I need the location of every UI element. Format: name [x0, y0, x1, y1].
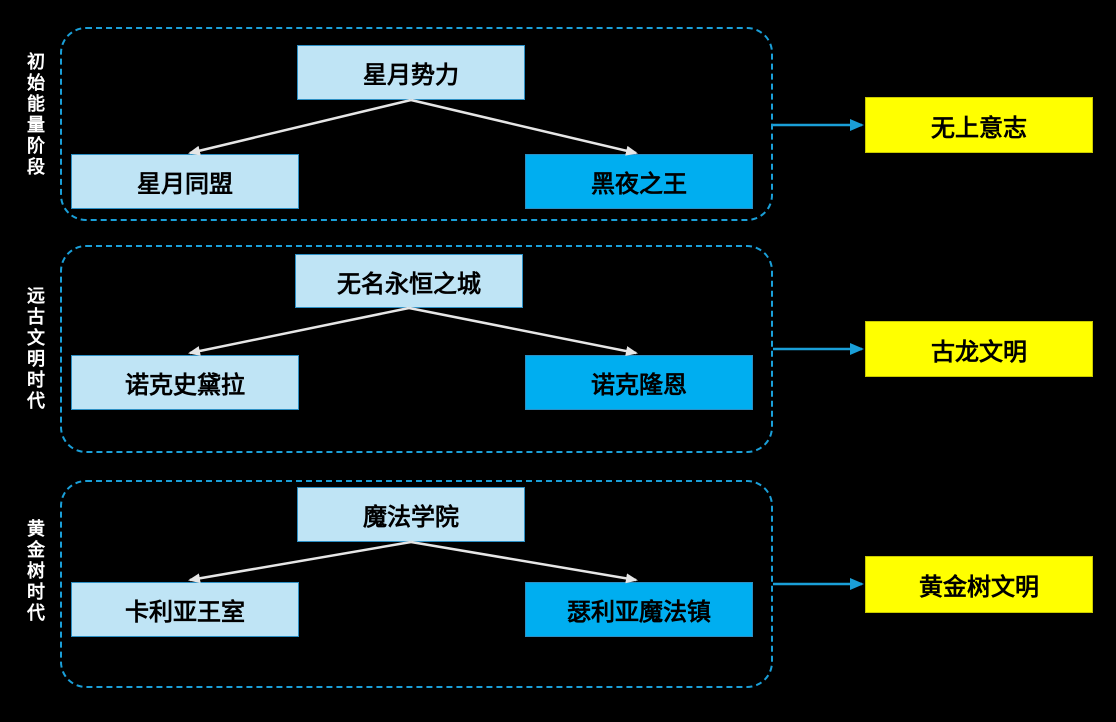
era-label-1: 初始能量阶段 [24, 52, 45, 178]
result-node-2: 古龙文明 [865, 321, 1093, 377]
group-frame-3 [60, 480, 773, 688]
right-child-node-1: 黑夜之王 [525, 154, 753, 209]
left-child-node-2: 诺克史黛拉 [71, 355, 299, 410]
right-child-node-2: 诺克隆恩 [525, 355, 753, 410]
era-label-3: 黄金树时代 [24, 519, 45, 624]
left-child-node-1: 星月同盟 [71, 154, 299, 209]
left-child-node-3: 卡利亚王室 [71, 582, 299, 637]
right-child-node-3: 瑟利亚魔法镇 [525, 582, 753, 637]
root-node-3: 魔法学院 [297, 487, 525, 542]
group-frame-2 [60, 245, 773, 453]
result-node-1: 无上意志 [865, 97, 1093, 153]
root-node-1: 星月势力 [297, 45, 525, 100]
group-frame-1 [60, 27, 773, 221]
result-node-3: 黄金树文明 [865, 556, 1093, 613]
root-node-2: 无名永恒之城 [295, 254, 523, 308]
era-label-2: 远古文明时代 [24, 286, 45, 412]
